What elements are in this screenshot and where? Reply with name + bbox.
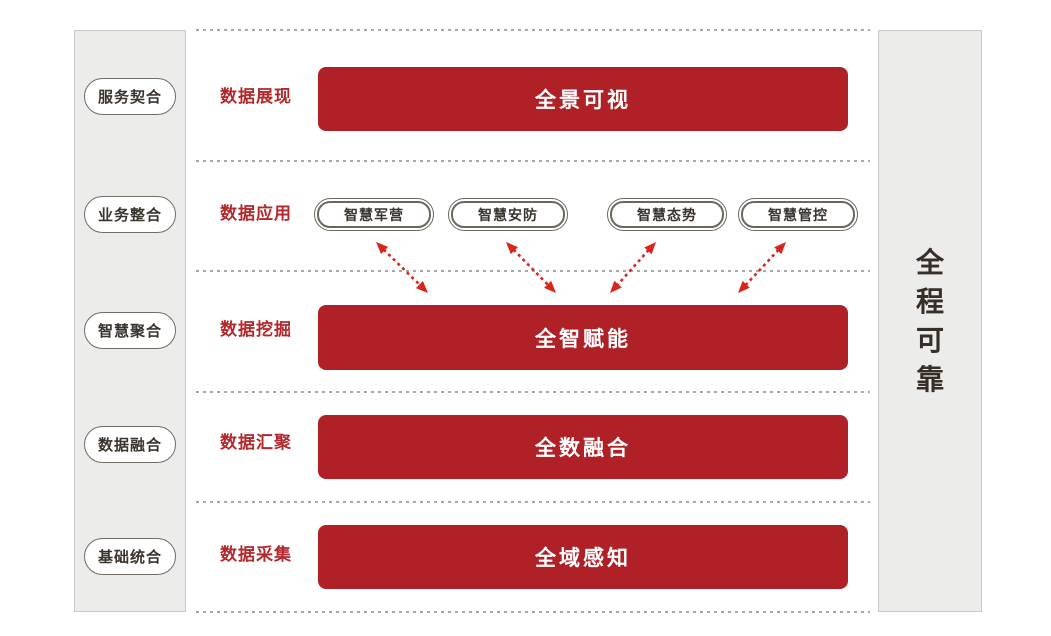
app-pill-smart-control: 智慧管控 [738, 198, 858, 231]
arrowheads [376, 242, 786, 293]
bar-full-domain-perception: 全域感知 [318, 525, 848, 589]
app-pill-label: 智慧态势 [610, 201, 724, 228]
row-label-data-application: 数据应用 [220, 204, 292, 224]
row-separator [196, 611, 870, 613]
capability-pill-data-fusion: 数据融合 [84, 426, 176, 463]
row-separator [196, 391, 870, 393]
app-pill-label: 智慧安防 [451, 201, 565, 228]
bar-text: 全数融合 [535, 436, 631, 460]
row-label-data-mining: 数据挖掘 [220, 320, 292, 340]
capability-pill-label: 业务整合 [97, 206, 162, 224]
bidirectional-arrow [740, 244, 784, 291]
capability-pill-label: 数据融合 [97, 436, 162, 454]
app-pill-smart-barracks: 智慧军营 [314, 198, 434, 231]
capability-pill-service-fit: 服务契合 [84, 78, 176, 115]
row-label-data-aggregation: 数据汇聚 [220, 433, 292, 453]
bar-panoramic-visibility: 全景可视 [318, 67, 848, 131]
capability-pill-label: 服务契合 [97, 88, 162, 106]
bar-text: 全智赋能 [535, 326, 631, 351]
row-label-data-collection: 数据采集 [220, 545, 292, 565]
capability-pill-label: 基础统合 [97, 548, 162, 566]
bidirectional-arrow [378, 244, 426, 291]
vertical-title-char: 程 [915, 285, 944, 318]
row-separator [196, 501, 870, 503]
capability-pill-foundation-unification: 基础统合 [84, 538, 176, 575]
bidirectional-arrow [508, 244, 554, 291]
vertical-title-char: 靠 [915, 363, 944, 396]
row-separator [196, 160, 870, 162]
app-pill-label: 智慧管控 [741, 201, 855, 228]
row-separator [196, 270, 870, 272]
right-reliability-column: 全 程 可 靠 [878, 30, 982, 612]
row-label-data-presentation: 数据展现 [220, 87, 292, 107]
capability-pill-business-integration: 业务整合 [84, 196, 176, 233]
app-pill-smart-security: 智慧安防 [448, 198, 568, 231]
bar-full-data-fusion: 全数融合 [318, 415, 848, 479]
bar-text: 全域感知 [535, 546, 631, 570]
bar-text: 全景可视 [535, 88, 631, 112]
vertical-title-char: 可 [915, 324, 944, 357]
app-pill-smart-situation: 智慧态势 [607, 198, 727, 231]
bidirectional-arrow [612, 244, 654, 291]
bar-full-intelligence-empowerment: 全智赋能 [318, 305, 848, 370]
vertical-title-char: 全 [915, 246, 944, 279]
row-separator [196, 29, 870, 31]
capability-pill-label: 智慧聚合 [97, 322, 162, 340]
capability-pill-wisdom-aggregation: 智慧聚合 [84, 312, 176, 349]
vertical-title-full-process-reliability: 全 程 可 靠 [916, 243, 944, 399]
app-pill-label: 智慧军营 [317, 201, 431, 228]
